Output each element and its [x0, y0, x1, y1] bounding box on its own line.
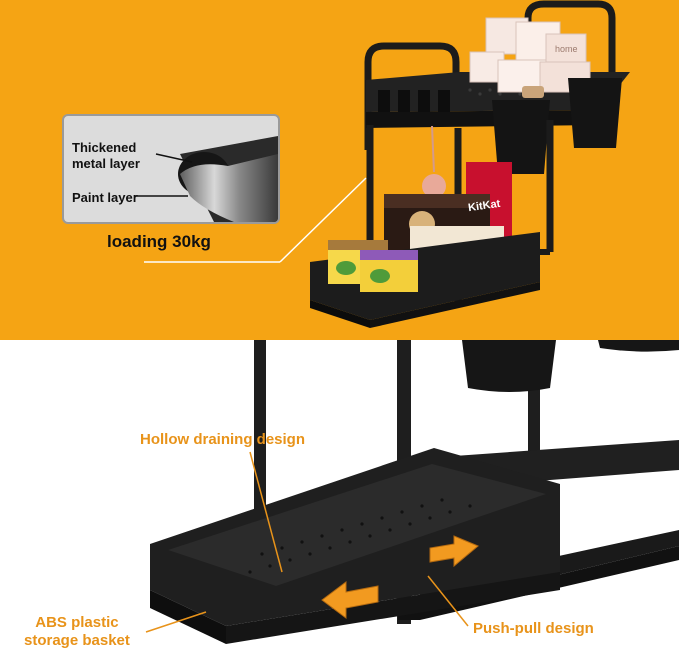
abs-basket-callout: ABS plastic storage basket — [24, 614, 130, 649]
tube-cross-section-icon — [134, 136, 278, 222]
thickened-metal-label: Thickened metal layer — [72, 140, 140, 171]
hollow-draining-callout: Hollow draining design — [140, 431, 305, 448]
home-box-label: home — [555, 44, 578, 54]
push-pull-arrows-icon — [321, 535, 479, 619]
push-pull-callout: Push-pull design — [473, 620, 594, 637]
metal-layer-inset: Thickened metal layer Paint layer — [62, 114, 280, 224]
drawer-closeup-illustration — [145, 340, 679, 644]
rack-illustration — [144, 0, 630, 328]
loading-capacity-label: loading 30kg — [107, 232, 211, 251]
paint-layer-label: Paint layer — [72, 190, 138, 205]
